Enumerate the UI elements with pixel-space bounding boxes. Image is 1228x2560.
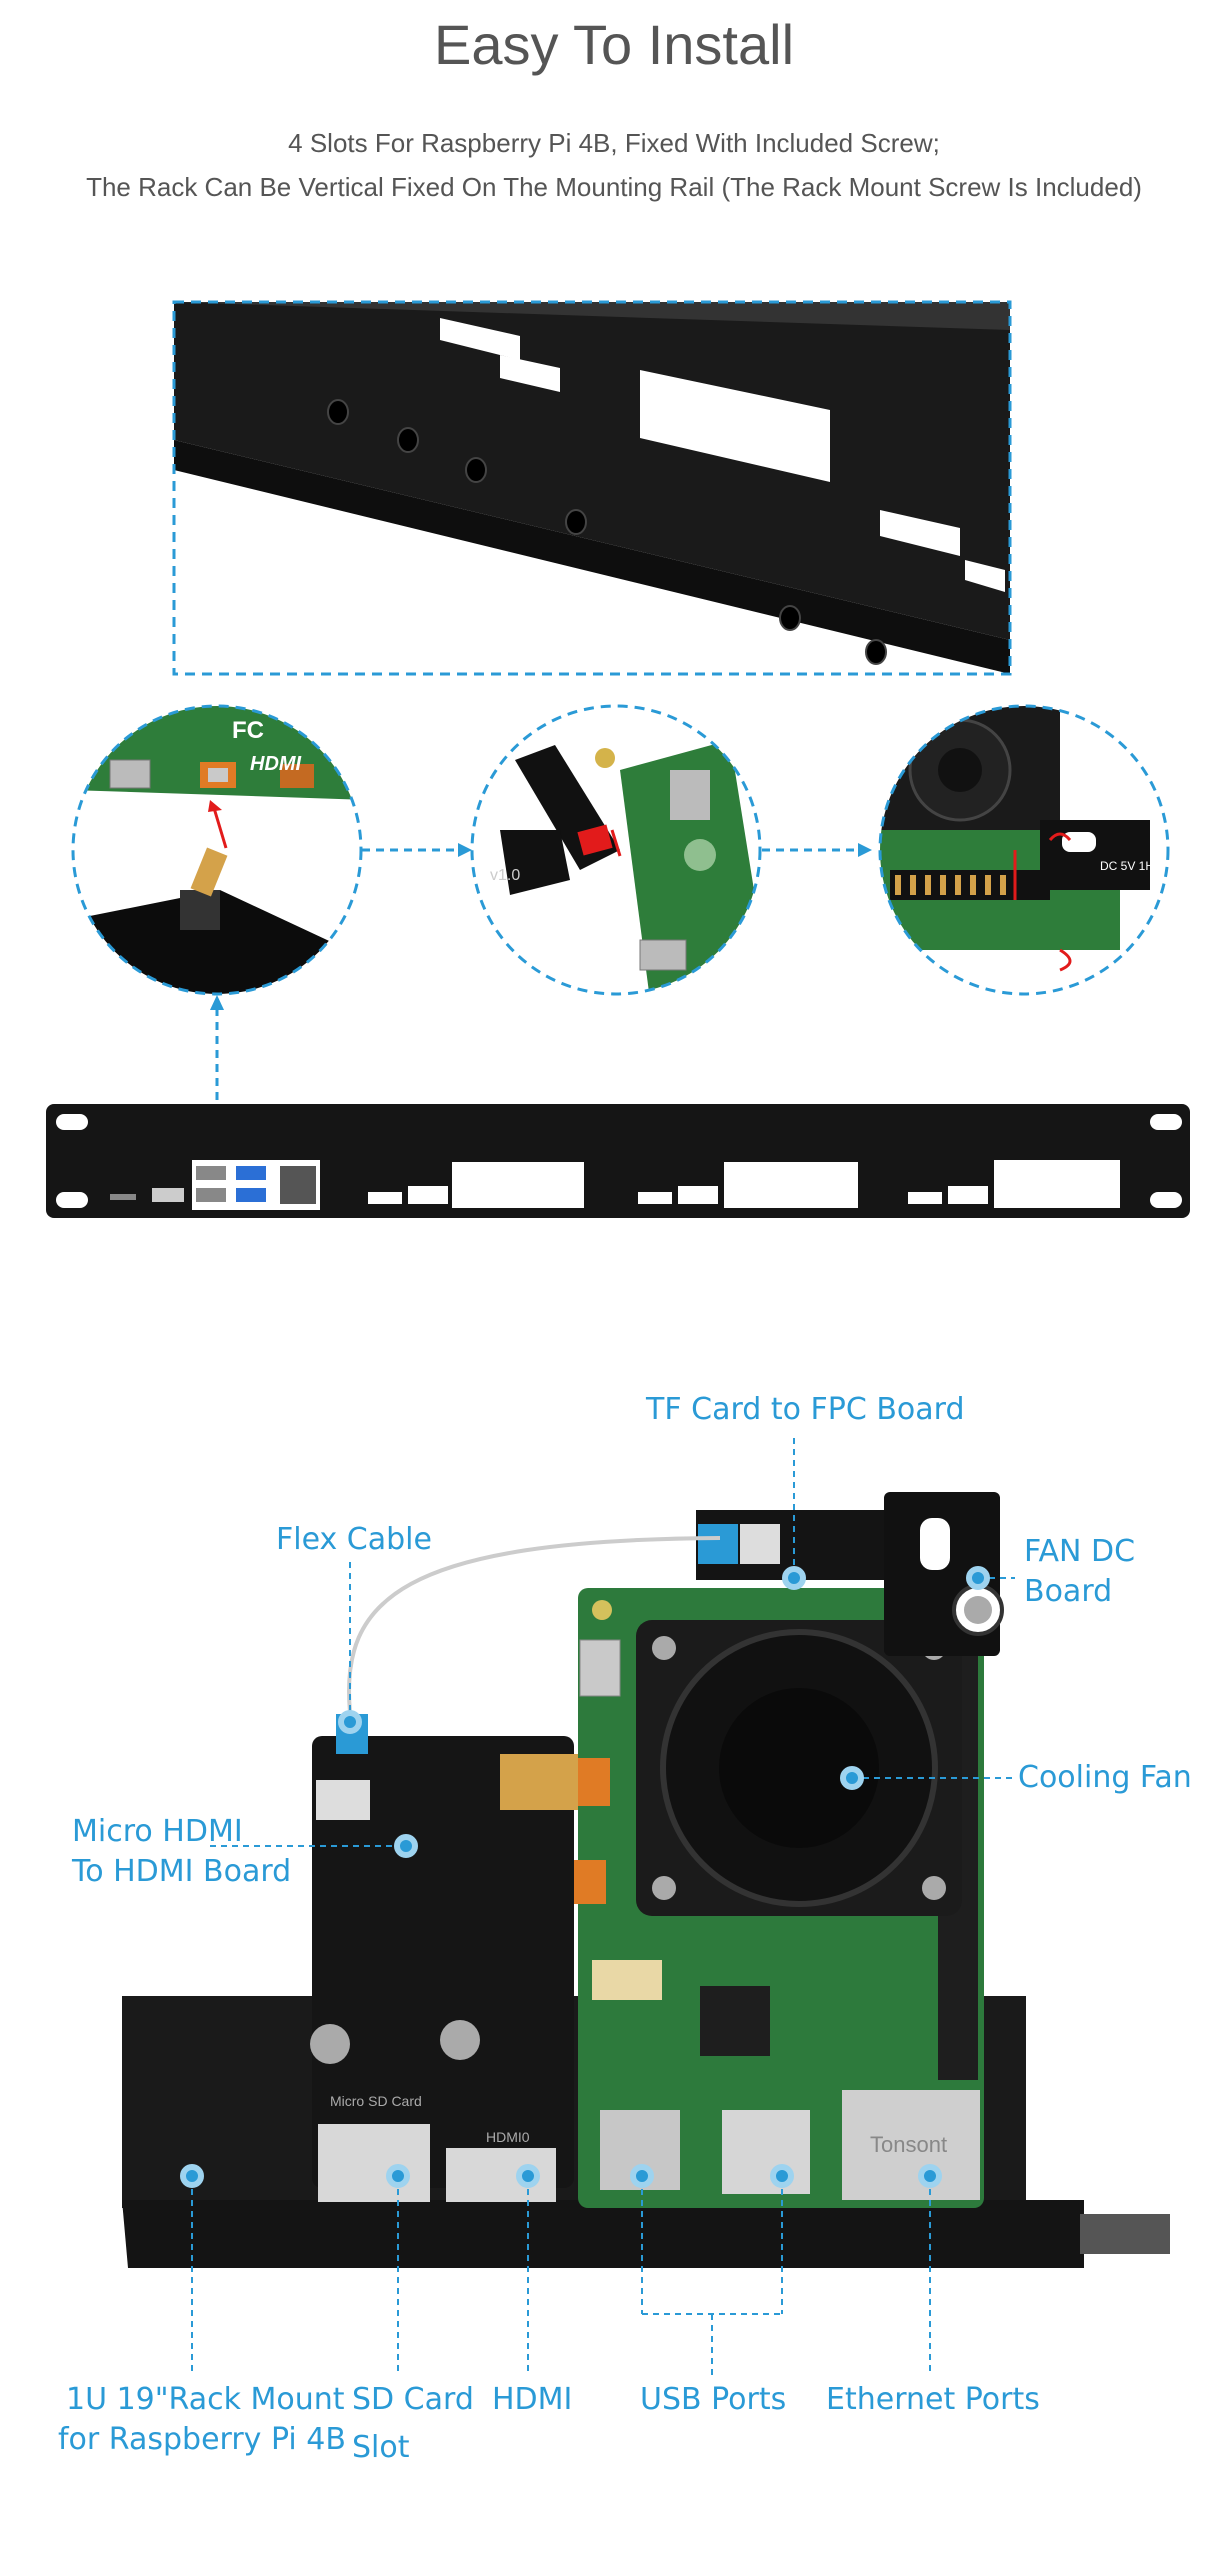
ethernet-brand: Tonsont <box>870 2132 947 2157</box>
label-micro-hdmi-1: Micro HDMI <box>72 1814 243 1849</box>
step-arrows <box>210 843 872 1100</box>
installation-diagram: FC HDMI v1.0 <box>46 300 1190 1218</box>
label-micro-hdmi-2: To HDMI Board <box>72 1854 292 1889</box>
step-hdmi-photo: FC HDMI <box>73 706 361 994</box>
rack-front-panel <box>46 1104 1190 1218</box>
step-tf-card-photo: v1.0 <box>472 706 760 994</box>
rack-closeup-photo <box>174 302 1010 674</box>
label-sd-card-1: SD Card <box>352 2382 474 2417</box>
label-hdmi: HDMI <box>492 2382 573 2417</box>
label-tf-card: TF Card to FPC Board <box>646 1392 965 1427</box>
callout-dots <box>180 1566 990 2188</box>
callout-lines <box>191 1438 1016 2376</box>
hdmi-mark: HDMI <box>250 753 302 775</box>
label-rack-mount-1: 1U 19"Rack Mount <box>66 2382 345 2417</box>
subtitle-line-1: 4 Slots For Raspberry Pi 4B, Fixed With … <box>288 128 940 158</box>
tf-card-board-photo <box>696 1510 896 1580</box>
label-usb-ports: USB Ports <box>640 2382 787 2417</box>
label-ethernet-ports: Ethernet Ports <box>826 2382 1040 2417</box>
page-title: Easy To Install <box>433 13 795 76</box>
fc-mark: FC <box>232 717 264 744</box>
micro-sd-silk: Micro SD Card <box>330 2093 422 2109</box>
cooling-fan-photo <box>636 1620 962 1916</box>
fan-board-text: DC 5V 1H <box>1100 859 1154 873</box>
subtitle-line-2: The Rack Can Be Vertical Fixed On The Mo… <box>86 172 1142 202</box>
label-flex-cable: Flex Cable <box>276 1522 432 1557</box>
board-rev-label: v1.0 <box>490 867 520 884</box>
micro-hdmi-board-photo: Micro SD Card HDMI0 <box>310 1736 578 2202</box>
label-fan-dc-2: Board <box>1024 1574 1113 1609</box>
step-fan-photo: DC 5V 1H <box>880 706 1168 994</box>
hdmi-silk: HDMI0 <box>486 2129 530 2145</box>
label-sd-card-2: Slot <box>352 2430 410 2465</box>
fan-dc-board-photo <box>884 1492 1004 1656</box>
label-rack-mount-2: for Raspberry Pi 4B <box>58 2422 346 2457</box>
label-cooling-fan: Cooling Fan <box>1018 1760 1192 1795</box>
assembly-diagram: Tonsont Micro SD Card HDMI0 <box>122 1438 1170 2376</box>
label-fan-dc-1: FAN DC <box>1024 1534 1136 1569</box>
flex-cable-photo <box>347 1536 721 1713</box>
